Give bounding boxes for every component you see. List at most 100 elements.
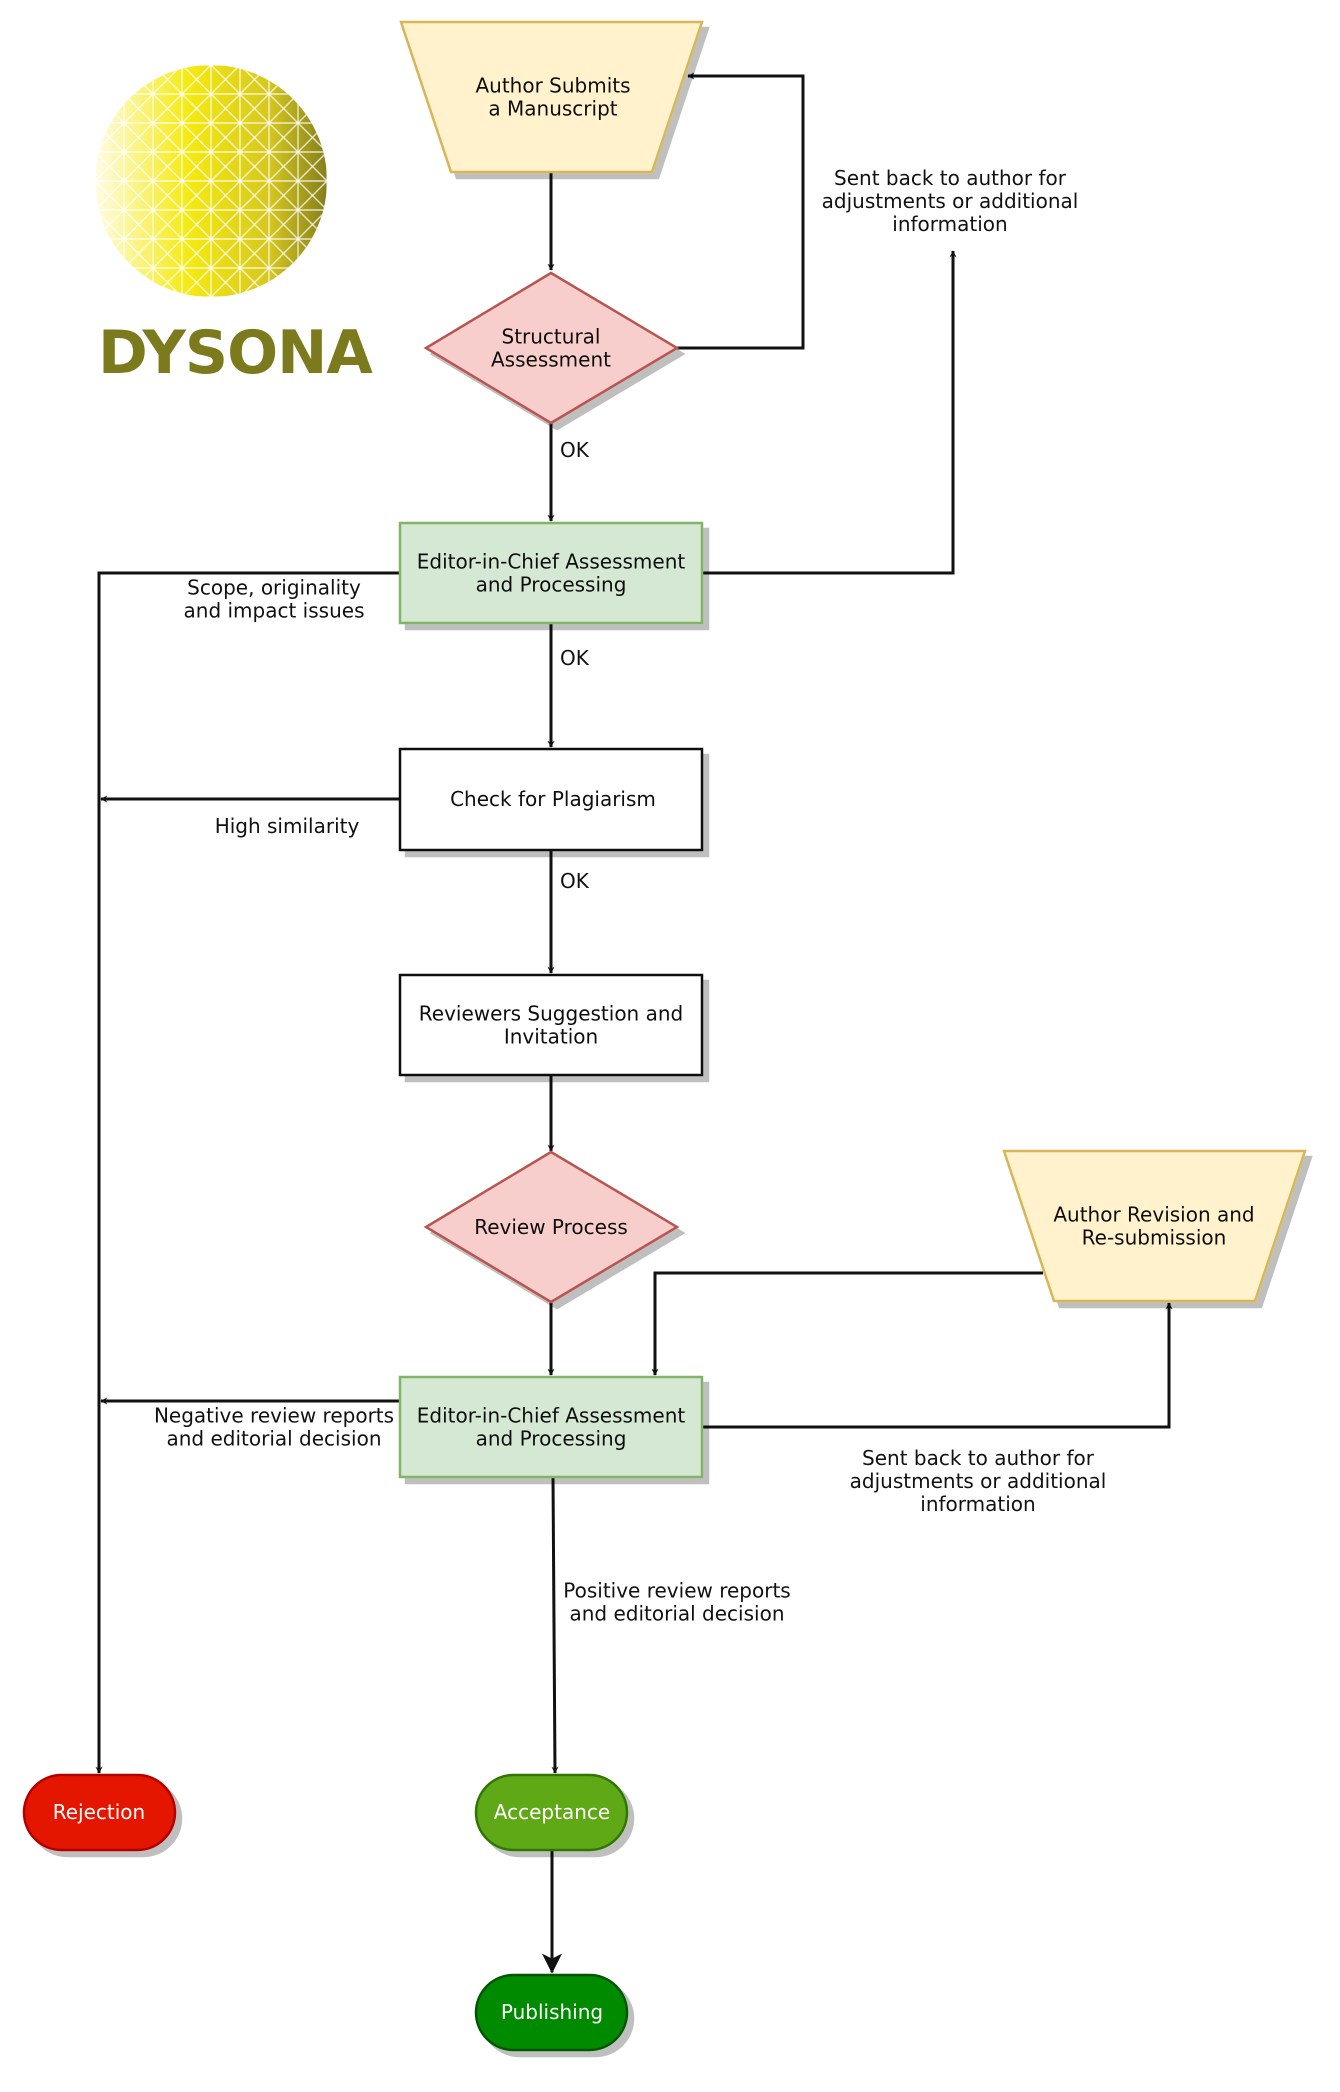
logo-grid-line: [95, 65, 212, 297]
text-line: information: [920, 1492, 1035, 1516]
text-line: Sent back to author for: [862, 1446, 1095, 1470]
node-acceptance: Acceptance: [474, 1773, 629, 1852]
text-line: Negative review reports: [154, 1404, 394, 1428]
text-line: Rejection: [53, 1800, 145, 1824]
text-line: Editor-in-Chief Assessment: [417, 1404, 686, 1428]
text-line: Reviewers Suggestion and: [419, 1002, 683, 1026]
text-line: a Manuscript: [488, 97, 617, 121]
logo-grid-line: [210, 65, 327, 297]
logo-grid-line: [239, 65, 327, 297]
logo-grid-line: [181, 65, 327, 297]
text-line: Sent back to author for: [834, 166, 1067, 190]
edge-revision-to-eic2: [651, 1271, 1043, 1376]
label-ok-3: OK: [560, 869, 590, 893]
logo-grid-line: [95, 65, 327, 297]
logo-grid-line: [95, 65, 96, 297]
logo-grid-line: [95, 65, 241, 297]
node-check-plagiarism-label: Check for Plagiarism: [450, 787, 656, 811]
label-ok-2: OK: [560, 646, 590, 670]
text-line: Editor-in-Chief Assessment: [417, 550, 686, 574]
edge-eic2-to-revision: [702, 1302, 1173, 1429]
text-line: Author Submits: [475, 74, 630, 98]
node-reviewers-suggestion-shape: [398, 973, 704, 1077]
text-line: Check for Plagiarism: [450, 787, 656, 811]
logo-grid-line: [95, 65, 183, 297]
edge-eic2-to-acceptance: [551, 1475, 559, 1774]
node-rejection-shape: [22, 1773, 177, 1852]
node-publishing: Publishing: [474, 1973, 629, 2052]
text-line: High similarity: [215, 814, 360, 838]
text-line: Author Revision and: [1053, 1203, 1254, 1227]
node-author-submits-shape: [399, 20, 704, 174]
logo-text: DYSONA: [98, 318, 373, 388]
node-publishing-shape: [474, 1973, 629, 2052]
node-eic-assessment-1-shape: [398, 521, 704, 625]
edge-eic1-to-sent-back-1: [702, 250, 957, 575]
text-line: adjustments or additional: [850, 1469, 1107, 1493]
text-line: adjustments or additional: [822, 189, 1079, 213]
node-rejection-label: Rejection: [53, 1800, 145, 1824]
logo-grid-line: [95, 65, 212, 297]
logo-grid-line: [95, 65, 183, 297]
text-line: Re-submission: [1082, 1226, 1227, 1250]
text-line: OK: [560, 646, 590, 670]
node-review-process: Review Process: [423, 1150, 680, 1304]
node-acceptance-label: Acceptance: [494, 1800, 610, 1824]
label-high-similarity: High similarity: [215, 814, 360, 838]
text-line: and impact issues: [184, 599, 365, 623]
text-line: Positive review reports: [563, 1579, 790, 1603]
label-ok-1: OK: [560, 438, 590, 462]
logo-grid-line: [210, 65, 327, 297]
node-author-revision-shape: [1002, 1149, 1307, 1303]
node-review-process-shape: [423, 1150, 680, 1304]
node-check-plagiarism-shape: [398, 747, 704, 852]
logo-grid-line: [152, 65, 327, 297]
text-line: and editorial decision: [166, 1427, 381, 1451]
text-line: OK: [560, 438, 590, 462]
text-line: Acceptance: [494, 1800, 610, 1824]
text-line: Scope, originality: [187, 576, 361, 600]
text-line: Invitation: [504, 1025, 598, 1049]
text-line: and Processing: [476, 573, 627, 597]
text-line: Assessment: [491, 348, 611, 372]
text-line: Review Process: [474, 1215, 628, 1239]
text-line: OK: [560, 869, 590, 893]
node-review-process-label: Review Process: [474, 1215, 628, 1239]
node-eic-assessment-2-shape: [398, 1375, 704, 1479]
edges: [95, 72, 1173, 1974]
logo-grid-line: [239, 65, 327, 297]
node-acceptance-shape: [474, 1773, 629, 1852]
logo-grid-line: [95, 65, 96, 297]
node-rejection: Rejection: [22, 1773, 177, 1852]
edge-eic1-to-rejection: [95, 571, 400, 1774]
logo-grid-line: [95, 65, 270, 297]
edge-structural-back-to-submit: [677, 72, 805, 350]
text-line: and editorial decision: [569, 1602, 784, 1626]
text-line: and Processing: [476, 1427, 627, 1451]
text-line: Publishing: [501, 2000, 603, 2024]
text-line: Structural: [502, 325, 601, 349]
text-line: information: [892, 212, 1007, 236]
node-structural-assessment-shape: [423, 271, 680, 425]
node-check-plagiarism: Check for Plagiarism: [398, 747, 704, 852]
